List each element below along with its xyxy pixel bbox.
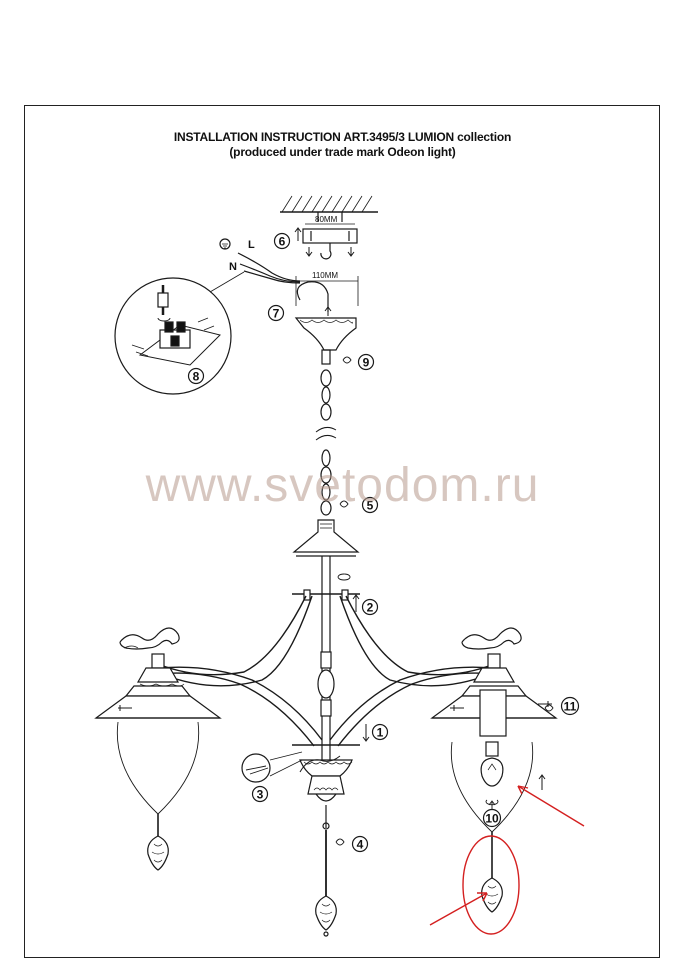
supply-wires: L N (219, 238, 301, 284)
live-wire-label: L (248, 239, 255, 251)
mounting-bracket: 80MM (294, 215, 358, 260)
chain (315, 369, 337, 516)
central-stem (292, 556, 360, 760)
step-4-marker: 4 (335, 835, 369, 853)
red-annotations (429, 785, 585, 935)
ceiling (280, 195, 378, 222)
red-circle-finial (462, 835, 520, 935)
step-2-marker: 2 (352, 594, 379, 616)
step-6-marker: 6 (273, 232, 291, 250)
title-line-2: (produced under trade mark Odeon light) (229, 145, 456, 159)
red-arrow-finial-head (477, 892, 488, 902)
neutral-wire-label: N (229, 261, 237, 273)
right-lamp (430, 627, 558, 913)
step-2-label: 2 (367, 601, 374, 615)
red-arrow-finial (429, 892, 488, 926)
red-arrow-shade-head (517, 785, 529, 795)
step-6-label: 6 (279, 235, 286, 249)
central-finial (315, 830, 337, 937)
bracket-dimension-label: 80MM (315, 215, 338, 224)
step-7-label: 7 (273, 307, 280, 321)
drawing-frame (24, 105, 660, 958)
step-9-marker: 9 (342, 353, 375, 371)
canopy-dimension-label: 110MM (312, 271, 338, 280)
step-1-label: 1 (377, 726, 384, 740)
hook-cable (296, 281, 329, 312)
step-3-label: 3 (257, 788, 264, 802)
step-5-marker: 5 (339, 496, 379, 514)
step-8-label: 8 (193, 370, 200, 384)
terminal-block-detail: 8 (114, 271, 245, 395)
step-4-label: 4 (357, 838, 364, 852)
canopy-dimension: 110MM (295, 271, 359, 306)
left-lamp (94, 627, 222, 871)
watermark-text: www.svetodom.ru (145, 459, 540, 512)
red-arrow-shade (517, 785, 585, 827)
step-9-label: 9 (363, 356, 370, 370)
step-11-label: 11 (564, 700, 577, 714)
step-7-marker: 7 (267, 304, 285, 322)
step-1-marker: 1 (371, 723, 389, 741)
title-line-1: INSTALLATION INSTRUCTION ART.3495/3 LUMI… (173, 130, 512, 144)
canopy (294, 306, 357, 365)
central-cap (292, 519, 360, 557)
step-3-detail: 3 (241, 751, 341, 803)
step-11-marker: 11 (544, 696, 580, 716)
central-bottom (292, 724, 370, 830)
step-5-label: 5 (367, 499, 374, 513)
step-10-marker: 10 (482, 808, 502, 828)
arms (157, 595, 495, 747)
instruction-title: INSTALLATION INSTRUCTION ART.3495/3 LUMI… (0, 130, 685, 160)
step-10-label: 10 (485, 812, 499, 826)
